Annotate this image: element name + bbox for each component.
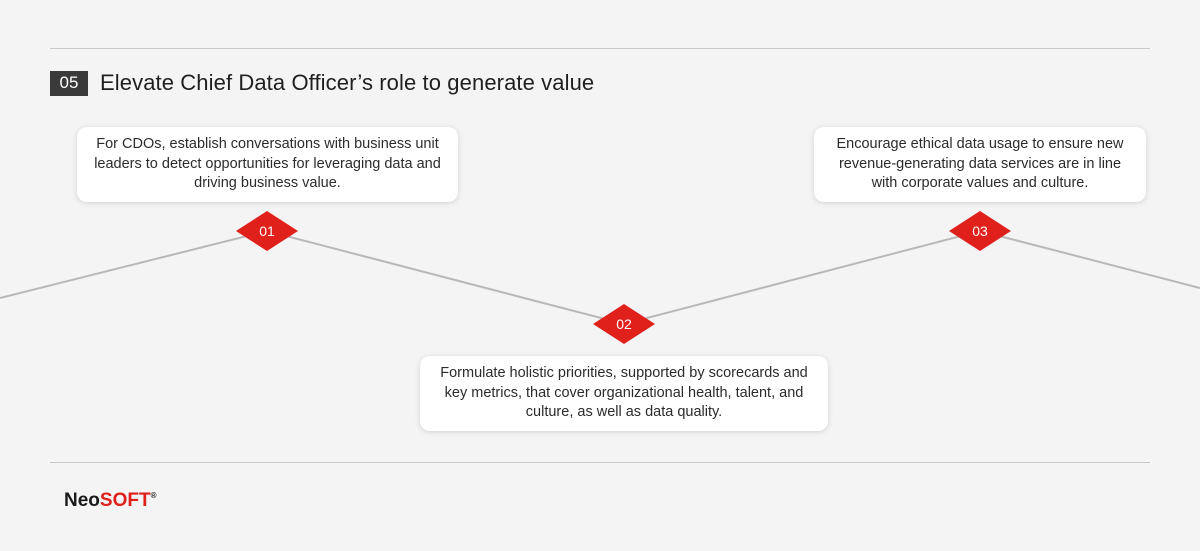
step-marker-02: 02 (593, 304, 655, 344)
step-marker-03: 03 (949, 211, 1011, 251)
section-number-badge: 05 (50, 70, 88, 96)
neosoft-logo: NeoSOFT® (64, 490, 156, 512)
section-header: 05 Elevate Chief Data Officer’s role to … (50, 70, 594, 96)
step-number-03: 03 (972, 223, 988, 239)
logo-neo: Neo (64, 490, 100, 511)
step-02-callout: Formulate holistic priorities, supported… (420, 356, 828, 431)
bottom-divider (50, 462, 1150, 463)
step-number-02: 02 (616, 316, 632, 332)
logo-soft: SOFT (99, 490, 151, 511)
step-03-text: Encourage ethical data usage to ensure n… (836, 136, 1124, 192)
step-number-01: 01 (259, 223, 275, 239)
step-02-text: Formulate holistic priorities, supported… (440, 365, 808, 421)
step-01-callout: For CDOs, establish conversations with b… (77, 127, 458, 202)
section-title: Elevate Chief Data Officer’s role to gen… (100, 70, 595, 95)
registered-mark: ® (150, 491, 157, 500)
step-03-callout: Encourage ethical data usage to ensure n… (814, 127, 1146, 202)
step-01-text: For CDOs, establish conversations with b… (94, 136, 441, 192)
top-divider (50, 48, 1150, 49)
step-marker-01: 01 (236, 211, 298, 251)
